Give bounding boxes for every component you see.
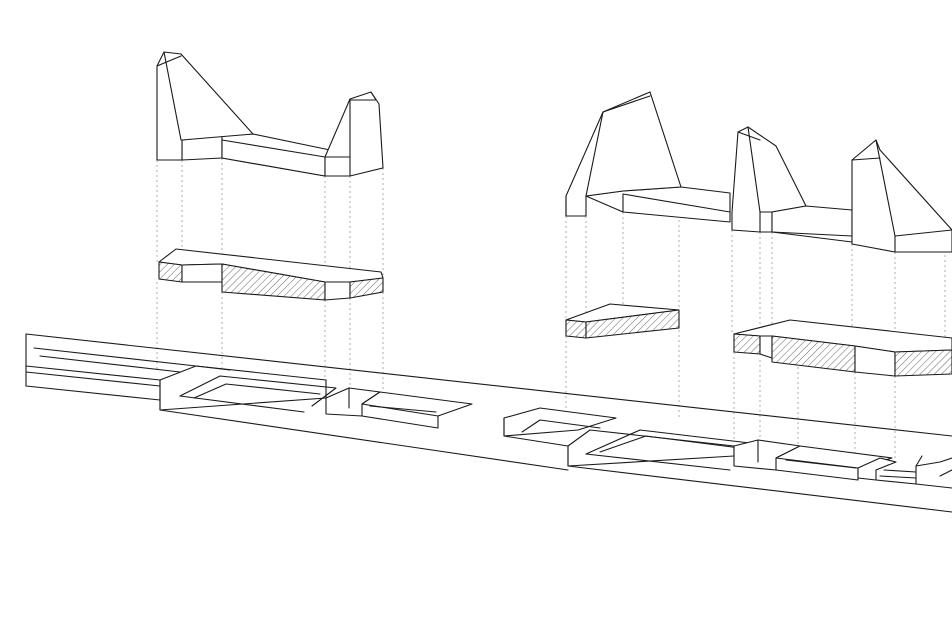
upper-block-left [156,51,384,177]
ground-strip [25,333,952,513]
upper-block-right [771,139,952,253]
hatched-slab-left [158,248,384,301]
hatched-slab-right [733,319,952,377]
upper-block-middle [565,91,807,233]
hatched-slab-middle [565,303,680,339]
